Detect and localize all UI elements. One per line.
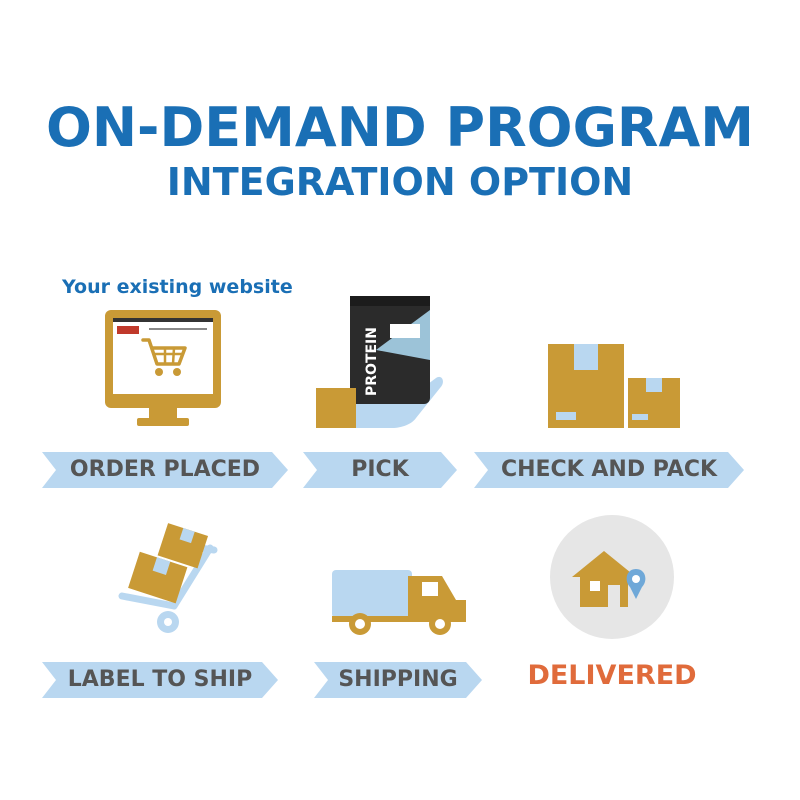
computer-cart-icon	[105, 310, 221, 426]
step-pick: PICK	[303, 452, 457, 488]
banner-arrow	[303, 452, 457, 488]
banner-arrow	[42, 452, 288, 488]
hand-product-icon: PROTEIN	[316, 296, 443, 428]
truck-icon	[332, 570, 466, 635]
step-order-placed: ORDER PLACED	[42, 452, 288, 488]
website-caption: Your existing website	[62, 276, 293, 298]
step-label: PICK	[351, 457, 409, 482]
step-label: LABEL TO SHIP	[67, 667, 253, 692]
step-shipping: SHIPPING	[314, 662, 482, 698]
step-check-and-pack: CHECK AND PACK	[474, 452, 744, 488]
banner-arrow	[314, 662, 482, 698]
step-label: SHIPPING	[338, 667, 458, 692]
step-label: CHECK AND PACK	[500, 457, 718, 482]
page-title: ON-DEMAND PROGRAM	[45, 96, 755, 159]
house-location-icon	[550, 515, 674, 639]
hand-truck-icon	[118, 523, 218, 633]
step-label-to-ship: LABEL TO SHIP	[42, 662, 278, 698]
boxes-icon	[548, 344, 680, 428]
step-label: ORDER PLACED	[69, 457, 261, 482]
banner-arrow	[42, 662, 278, 698]
product-label: PROTEIN	[364, 327, 380, 396]
page-subtitle: INTEGRATION OPTION	[166, 160, 634, 204]
banner-arrow	[474, 452, 744, 488]
step-delivered: DELIVERED	[527, 660, 697, 691]
